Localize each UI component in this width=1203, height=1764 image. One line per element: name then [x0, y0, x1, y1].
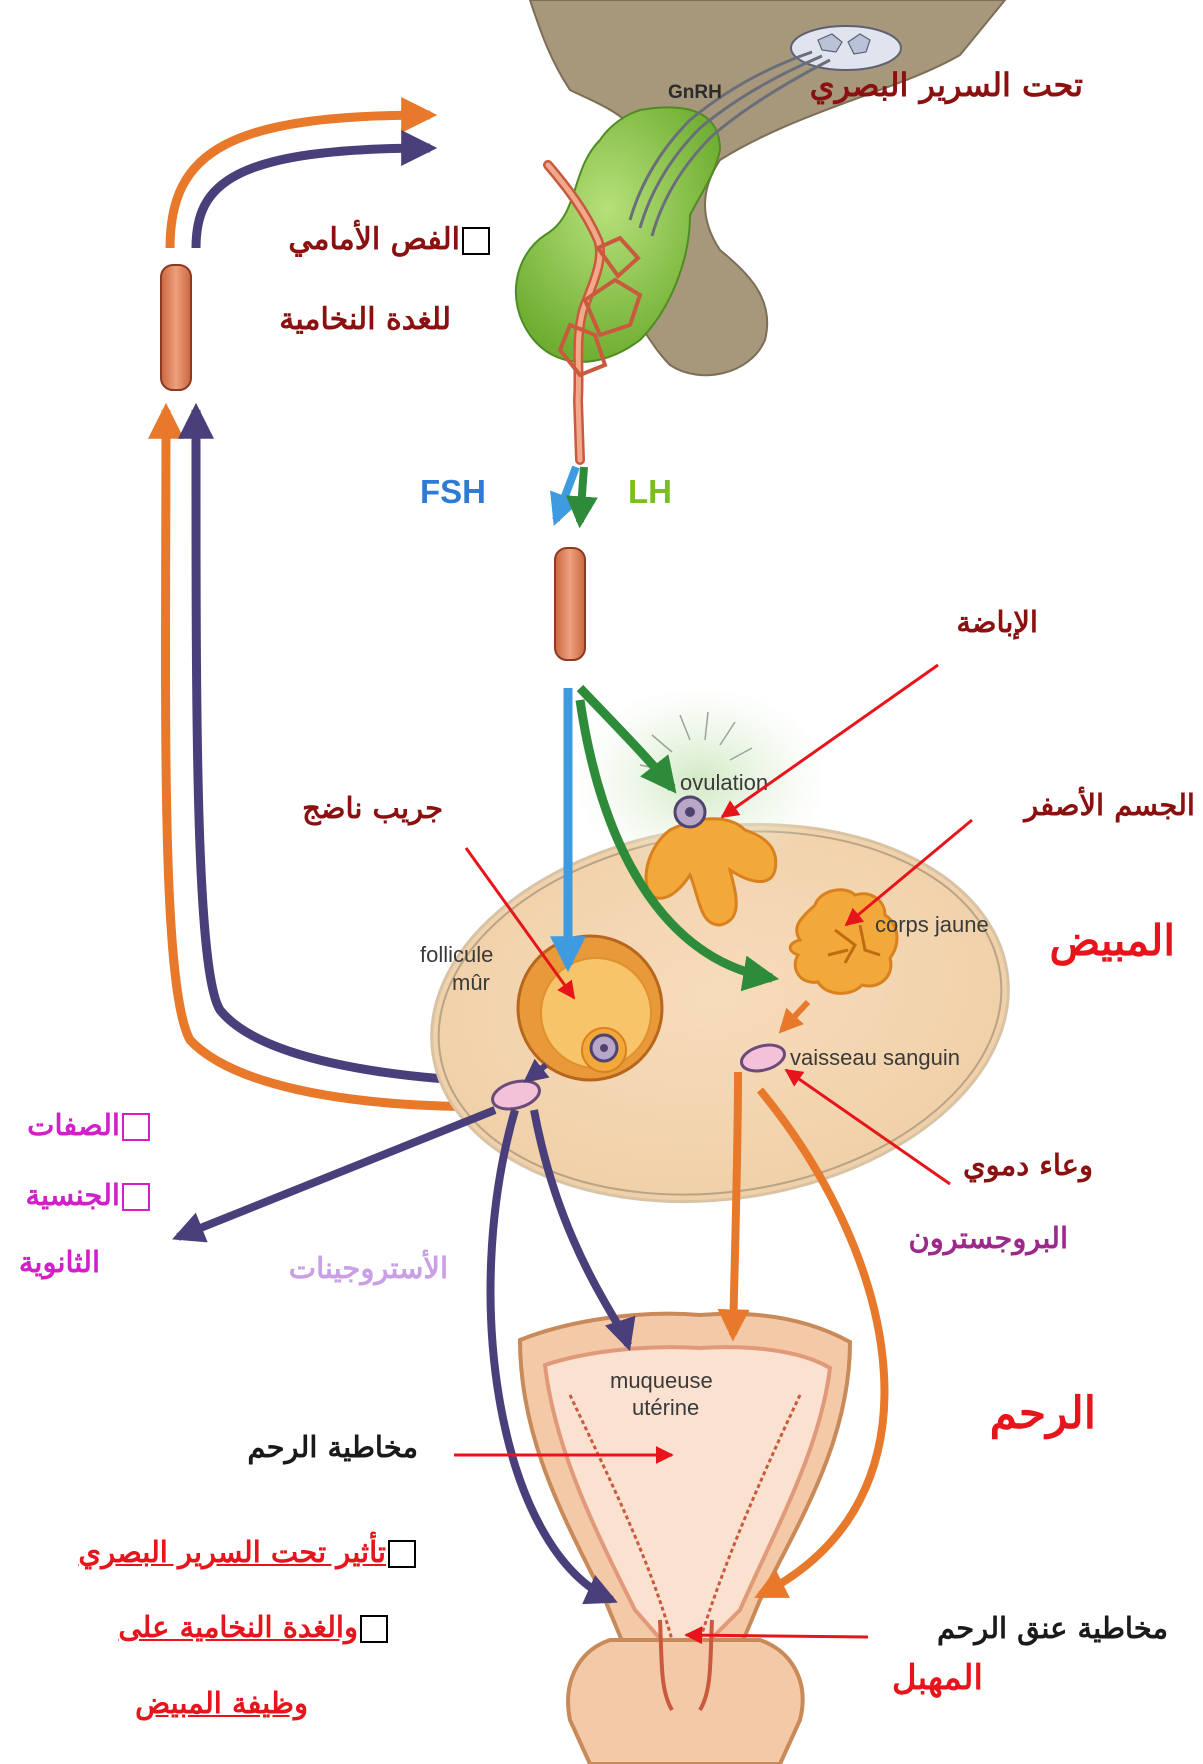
follicule-label: follicule	[420, 942, 493, 967]
anterior-pituitary-label: الفص الأمامي	[288, 223, 490, 256]
mur-label: mûr	[452, 970, 490, 995]
checkbox-icon	[122, 1113, 150, 1141]
checkbox-icon	[360, 1615, 388, 1643]
checkbox-icon	[388, 1540, 416, 1568]
ovulation-label: ovulation	[680, 770, 768, 795]
cervix-mucosa-ar-label: مخاطية عنق الرحم	[937, 1613, 1168, 1645]
endometrium-ar-label: مخاطية الرحم	[247, 1432, 418, 1464]
lh-label: LH	[628, 473, 672, 510]
uterus-label: الرحم	[990, 1390, 1096, 1438]
blood-vessel-ar-label: وعاء دموي	[963, 1150, 1093, 1182]
ovulation-ar-label: الإباضة	[956, 607, 1038, 639]
caption-line-1: تأثير تحت السرير البصري	[78, 1537, 416, 1569]
vaisseau-label: vaisseau sanguin	[790, 1045, 960, 1070]
hypothalamus-label: تحت السرير البصري	[810, 68, 1083, 103]
caption-line-2: والغدة النخامية على	[118, 1612, 388, 1644]
fsh-lh-arrows	[556, 467, 584, 522]
secondary-sex-line2: الجنسية	[25, 1180, 150, 1212]
gnrh-label: GnRH	[668, 82, 722, 103]
checkbox-icon	[462, 227, 490, 255]
vagina-ar-label: المهبل	[892, 1660, 983, 1697]
ovary-label: المبيض	[1049, 918, 1175, 964]
progesterone-ar-label: البروجسترون	[909, 1223, 1069, 1255]
estrogens-ar-label: الأستروجينات	[289, 1253, 448, 1285]
corps-jaune-label: corps jaune	[875, 912, 989, 937]
corpus-luteum-ar-label: الجسم الأصفر	[1024, 790, 1195, 822]
feedback-blood-vessel	[161, 265, 191, 390]
svg-text:GnRH: GnRH	[668, 82, 722, 103]
caption-line-3: وظيفة المبيض	[135, 1688, 308, 1720]
mature-follicle-ar-label: جريب ناضج	[302, 793, 443, 825]
cervix	[568, 1640, 803, 1764]
pituitary-gland-label: للغدة النخامية	[279, 303, 451, 336]
muqueuse-label: muqueuse	[610, 1368, 713, 1393]
uterine-label: utérine	[632, 1395, 699, 1420]
secondary-sex-line3: الثانوية	[19, 1247, 100, 1279]
secondary-sex-characteristics-label: الصفات	[27, 1110, 150, 1142]
checkbox-icon	[122, 1183, 150, 1211]
fsh-label: FSH	[420, 473, 486, 510]
central-blood-vessel	[555, 548, 585, 660]
